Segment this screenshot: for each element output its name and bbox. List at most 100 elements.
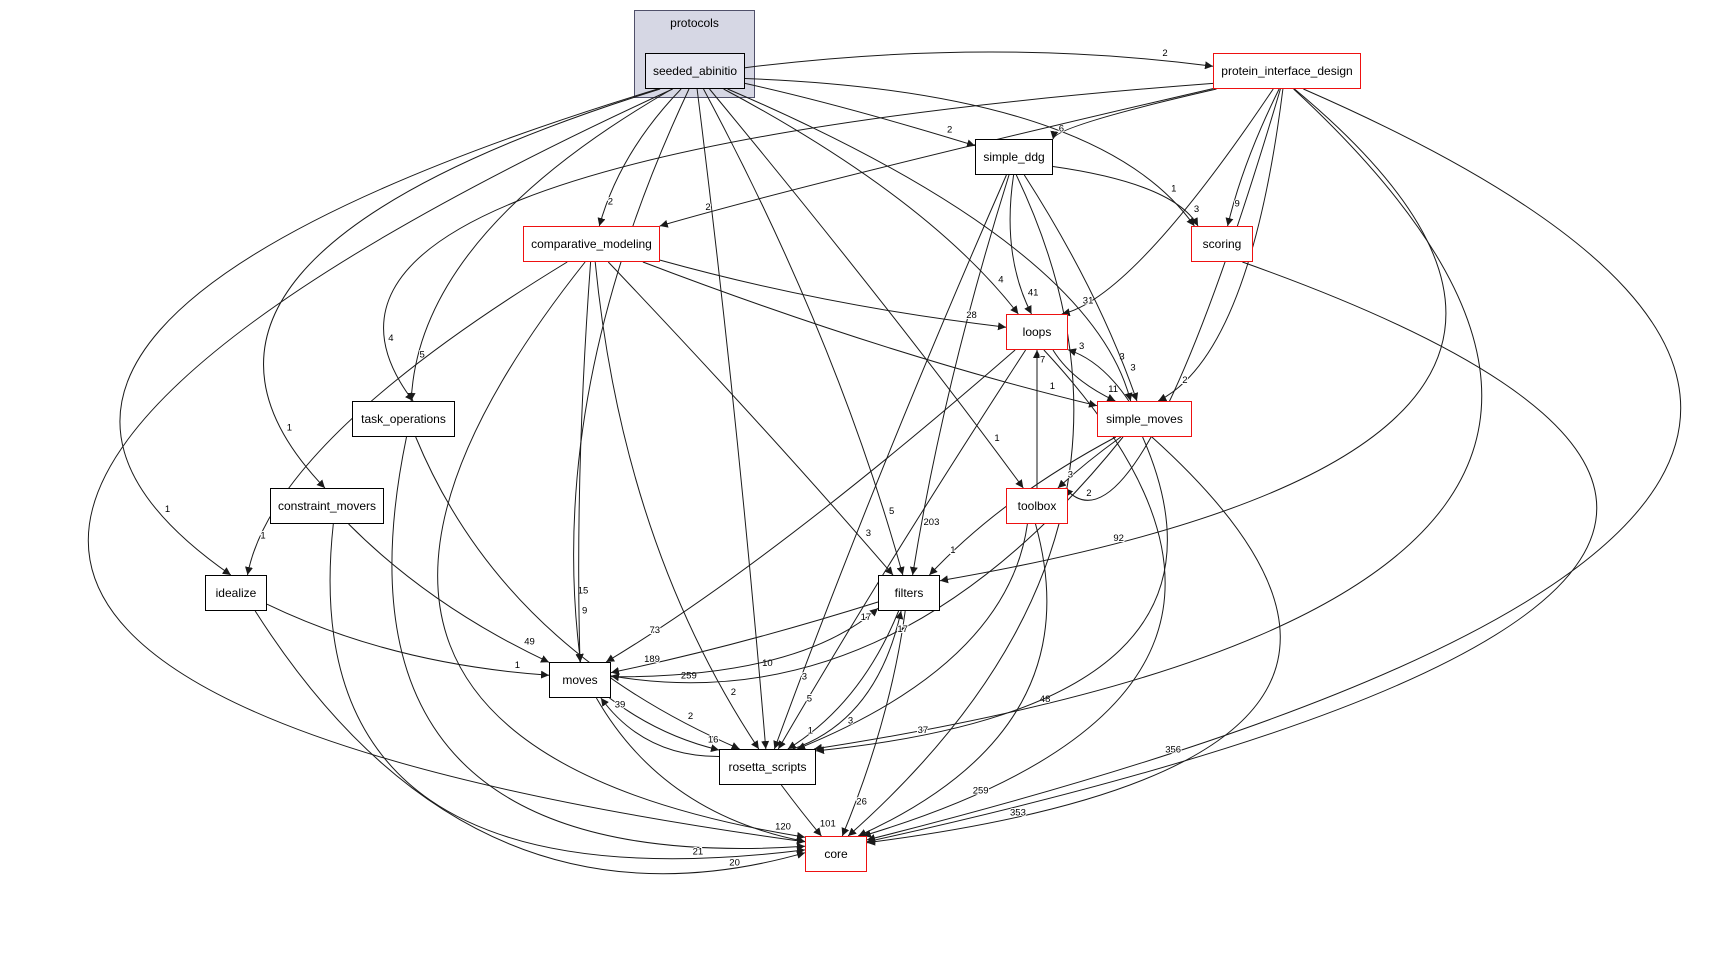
edge-simple_ddg-loops <box>1009 174 1032 315</box>
edge-moves-rosetta_scripts <box>609 697 720 753</box>
edge-seeded_abinitio-rosetta_scripts <box>696 88 770 750</box>
edge-label-toolbox-loops: 7 <box>1040 355 1045 366</box>
edge-label-simple_ddg-filters: 203 <box>924 517 940 528</box>
edge-loops-moves <box>605 349 1016 663</box>
edge-seeded_abinitio-filters <box>703 88 905 576</box>
edge-label-protein_interface_design-simple_moves: 2 <box>1182 375 1187 386</box>
edge-constraint_movers-core <box>329 523 806 860</box>
node-idealize[interactable]: idealize <box>205 575 267 611</box>
edge-label-seeded_abinitio-idealize: 1 <box>165 504 170 515</box>
edge-comparative_modeling-loops <box>659 259 1007 331</box>
edge-label-constraint_movers-moves: 49 <box>524 637 535 648</box>
edge-seeded_abinitio-core <box>87 88 806 845</box>
node-constraint_movers[interactable]: constraint_movers <box>270 488 384 524</box>
edge-simple_moves-core <box>866 436 1281 846</box>
edge-label-task_operations-rosetta_scripts: 2 <box>688 711 693 722</box>
edge-loops-simple_moves <box>1052 349 1116 402</box>
edge-label-protein_interface_design-core: 356 <box>1165 744 1181 755</box>
edge-label-simple_moves-rosetta_scripts: 37 <box>918 725 929 736</box>
edge-label-protein_interface_design-comparative_modeling: 2 <box>705 202 710 213</box>
edge-label-toolbox-rosetta_scripts: 3 <box>848 716 853 727</box>
edge-protein_interface_design-task_operations <box>383 82 1214 402</box>
edge-protein_interface_design-simple_ddg <box>1050 88 1217 140</box>
edge-label-seeded_abinitio-comparative_modeling: 2 <box>608 197 613 208</box>
edge-label-comparative_modeling-rosetta_scripts: 2 <box>731 687 736 698</box>
edge-seeded_abinitio-task_operations <box>407 88 673 402</box>
edge-toolbox-rosetta_scripts <box>796 523 1028 750</box>
edge-seeded_abinitio-protein_interface_design <box>744 51 1214 70</box>
edge-idealize-moves <box>266 603 550 679</box>
node-rosetta_scripts[interactable]: rosetta_scripts <box>719 749 816 785</box>
node-filters[interactable]: filters <box>878 575 940 611</box>
node-core[interactable]: core <box>805 836 867 872</box>
edge-label-seeded_abinitio-loops: 4 <box>998 274 1003 285</box>
node-task_operations[interactable]: task_operations <box>352 401 455 437</box>
edge-label-rosetta_scripts-moves: 39 <box>615 699 626 710</box>
node-seeded_abinitio[interactable]: seeded_abinitio <box>645 53 745 89</box>
edge-label-simple_ddg-simple_moves: 3 <box>1130 363 1135 374</box>
edge-protein_interface_design-rosetta_scripts <box>813 88 1483 752</box>
edge-simple_ddg-scoring <box>1052 166 1199 227</box>
edge-seeded_abinitio-simple_ddg <box>744 82 976 148</box>
edge-protein_interface_design-loops <box>1061 88 1274 317</box>
edge-toolbox-core <box>857 523 1048 837</box>
edge-label-simple_moves-moves: 259 <box>681 671 697 682</box>
edge-simple_moves-rosetta_scripts <box>815 436 1168 755</box>
edge-task_operations-rosetta_scripts <box>415 436 740 750</box>
edge-seeded_abinitio-comparative_modeling <box>597 88 682 227</box>
edge-label-simple_ddg-rosetta_scripts: 3 <box>802 672 807 683</box>
edge-seeded_abinitio-simple_moves <box>727 88 1133 402</box>
edge-label-comparative_modeling-filters: 3 <box>866 528 871 539</box>
edge-label-filters-core: 26 <box>856 796 867 807</box>
edge-comparative_modeling-moves <box>575 261 592 663</box>
edge-comparative_modeling-idealize <box>245 261 568 576</box>
edge-label-moves-rosetta_scripts: 16 <box>708 734 719 745</box>
edge-label-loops-core: 259 <box>973 786 989 797</box>
edge-label-comparative_modeling-idealize: 1 <box>260 530 265 541</box>
edge-label-loops-moves: 73 <box>650 625 661 636</box>
edge-label-loops-simple_moves: 11 <box>1108 384 1118 395</box>
edge-comparative_modeling-core <box>437 261 806 840</box>
edge-label-seeded_abinitio-constraint_movers: 1 <box>287 422 292 433</box>
edge-label-protein_interface_design-filters: 92 <box>1113 533 1124 544</box>
edge-simple_ddg-filters <box>909 174 1010 576</box>
node-protein_interface_design[interactable]: protein_interface_design <box>1213 53 1361 89</box>
edge-constraint_movers-moves <box>348 523 550 663</box>
node-simple_moves[interactable]: simple_moves <box>1097 401 1192 437</box>
node-comparative_modeling[interactable]: comparative_modeling <box>523 226 660 262</box>
edge-label-protein_interface_design-loops: 31 <box>1083 296 1094 307</box>
node-scoring[interactable]: scoring <box>1191 226 1253 262</box>
edge-label-comparative_modeling-simple_moves: 1 <box>1050 381 1055 392</box>
edge-task_operations-core <box>391 436 806 851</box>
edge-moves-filters <box>610 607 879 678</box>
edge-label-filters-rosetta_scripts: 1 <box>808 726 813 737</box>
edge-label-moves-core: 120 <box>775 822 791 833</box>
edge-label-seeded_abinitio-simple_moves: 3 <box>1119 352 1124 363</box>
edge-label-seeded_abinitio-toolbox: 1 <box>994 433 999 444</box>
edge-simple_moves-toolbox <box>1057 436 1122 489</box>
edge-comparative_modeling-filters <box>607 261 894 576</box>
node-loops[interactable]: loops <box>1006 314 1068 350</box>
edge-moves-core <box>595 697 806 844</box>
edge-loops-rosetta_scripts <box>777 349 1027 750</box>
edge-label-seeded_abinitio-filters: 5 <box>889 506 894 517</box>
edge-label-seeded_abinitio-simple_ddg: 2 <box>947 124 952 135</box>
node-toolbox[interactable]: toolbox <box>1006 488 1068 524</box>
cluster-protocols-label[interactable]: protocols <box>670 16 719 30</box>
edge-label-rosetta_scripts-core: 101 <box>820 819 836 830</box>
edge-comparative_modeling-rosetta_scripts <box>594 261 760 750</box>
edge-label-simple_ddg-loops: 41 <box>1028 288 1039 299</box>
edge-label-seeded_abinitio-task_operations: 5 <box>420 349 425 360</box>
node-moves[interactable]: moves <box>549 662 611 698</box>
node-simple_ddg[interactable]: simple_ddg <box>975 139 1053 175</box>
edge-label-seeded_abinitio-scoring: 1 <box>1171 184 1176 195</box>
edge-filters-rosetta_scripts <box>787 610 900 750</box>
edge-seeded_abinitio-constraint_movers <box>263 88 661 489</box>
edge-protein_interface_design-scoring <box>1225 88 1280 227</box>
edge-label-comparative_modeling-moves: 9 <box>582 605 587 616</box>
edge-protein_interface_design-toolbox <box>1064 88 1281 501</box>
edge-seeded_abinitio-loops <box>723 88 1019 315</box>
